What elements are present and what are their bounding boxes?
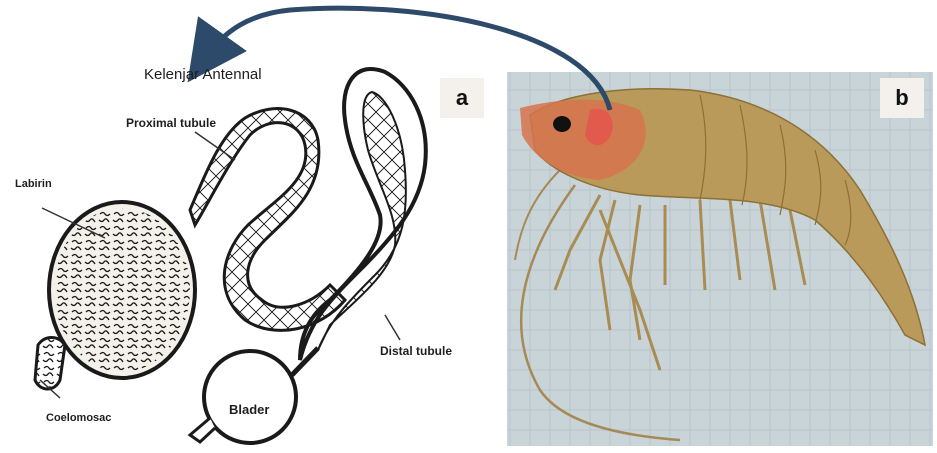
- label-distal-tubule: Distal tubule: [380, 344, 452, 358]
- shrimp-eye: [553, 116, 571, 132]
- proximal-tubule: [190, 109, 345, 331]
- coelomosac: [35, 338, 65, 390]
- panel-b-letter: b: [880, 78, 924, 118]
- label-labyrinth: Labirin: [15, 178, 52, 190]
- bladder: [204, 351, 296, 443]
- labyrinth-texture: [54, 208, 190, 372]
- label-antennal-gland: Kelenjar Antennal: [144, 66, 262, 83]
- panel-b: [507, 72, 933, 446]
- label-bladder: Blader: [229, 402, 269, 417]
- bladder-connector: [292, 348, 318, 375]
- panel-a: [35, 69, 484, 443]
- bladder-duct: [190, 418, 215, 442]
- label-proximal-tubule: Proximal tubule: [126, 116, 216, 130]
- label-coelomosac: Coelomosac: [46, 412, 111, 424]
- panel-a-letter: a: [440, 78, 484, 118]
